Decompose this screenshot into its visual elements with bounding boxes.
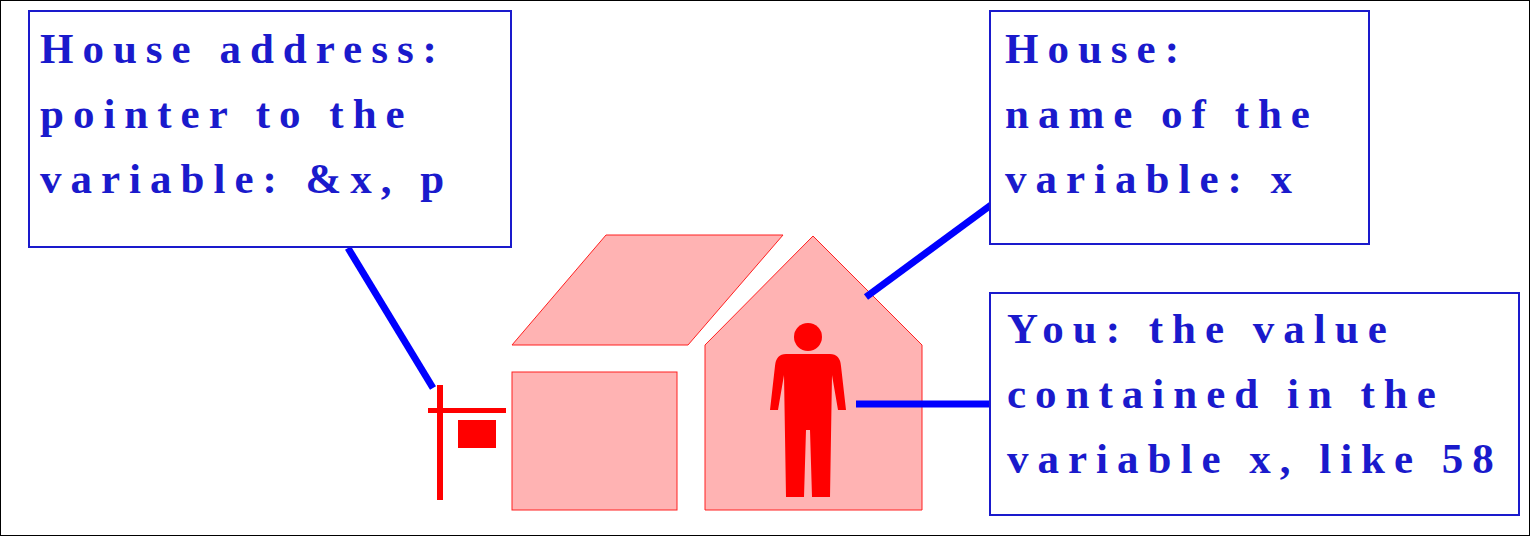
callout-box: House address: pointer to the variable: … — [28, 10, 512, 248]
sign-bar — [428, 408, 506, 413]
callout-box: You: the value contained in the variable… — [989, 292, 1520, 516]
leader-line — [348, 248, 433, 388]
left-wall — [512, 372, 677, 510]
leader-line — [866, 205, 991, 297]
person-figure — [770, 354, 846, 497]
callout-box: House: name of the variable: x — [989, 10, 1370, 245]
callout-text: You: the value contained in the variable… — [1007, 296, 1512, 491]
callout-text: House: name of the variable: x — [1005, 16, 1328, 211]
person-head — [794, 323, 822, 351]
callout-text: House address: pointer to the variable: … — [40, 16, 500, 211]
sign-post — [437, 385, 443, 500]
leader-line — [856, 401, 991, 408]
address-sign — [458, 420, 496, 448]
